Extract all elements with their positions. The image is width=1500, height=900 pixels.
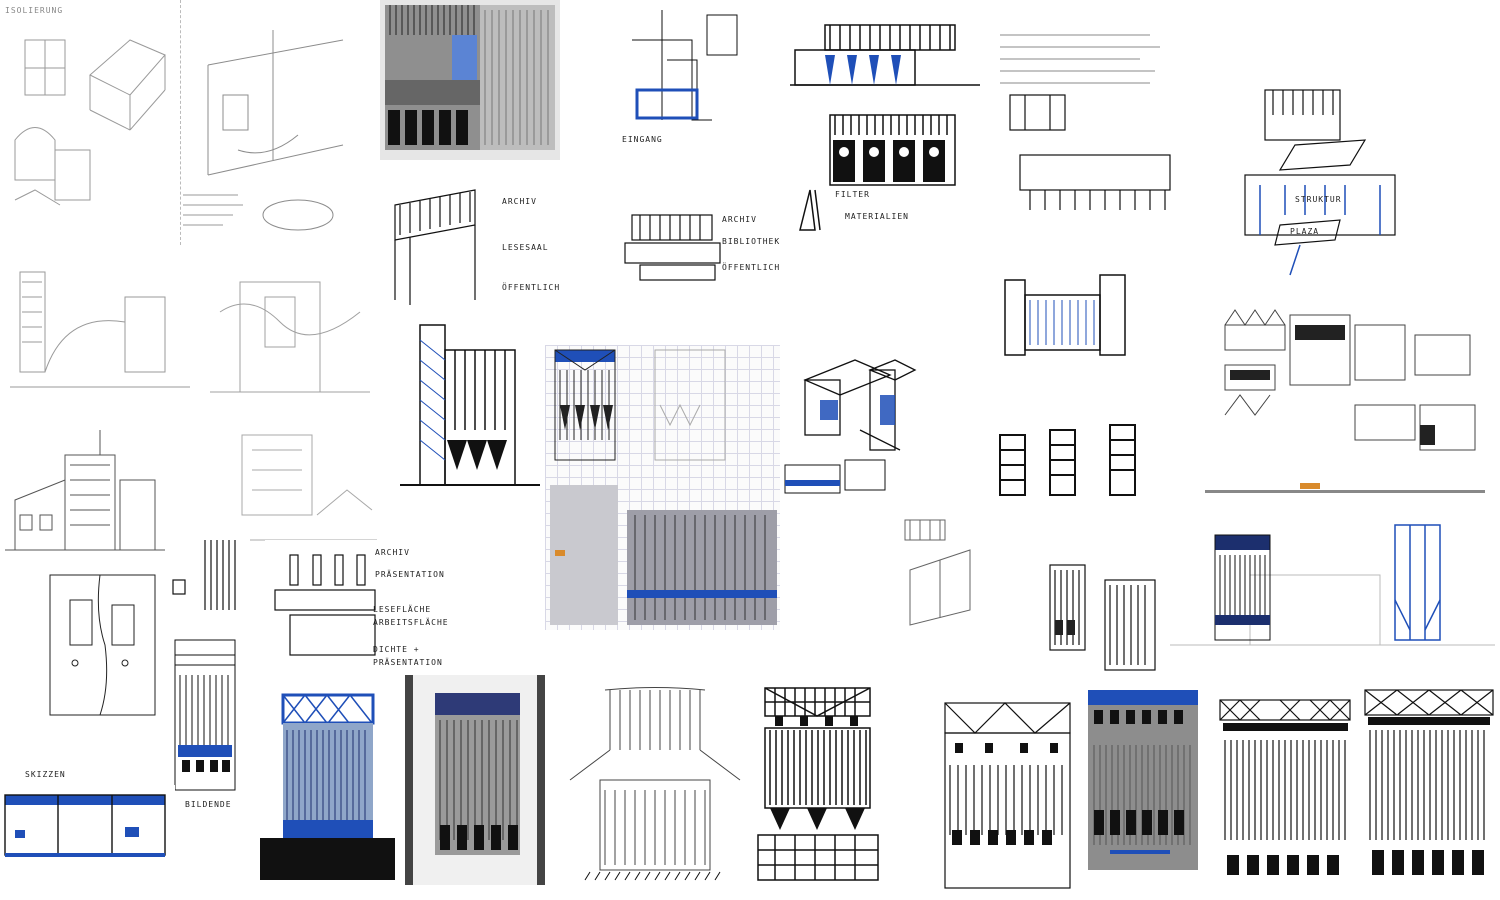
grid-elevation-drawings: [550, 349, 777, 625]
tower-elevation-small: [174, 639, 236, 791]
label-eingang: EINGANG: [622, 135, 663, 144]
hatched-tower-drawing-1: [1219, 699, 1351, 875]
label-dichte: DICHTE +: [373, 645, 420, 654]
sketch-sheet-site: [200, 252, 378, 412]
sketch-sheet-white-tower: [940, 695, 1075, 895]
blue-tower-elevation: [1170, 524, 1495, 646]
pencil-street-sketch: [237, 434, 377, 541]
sketch-sheet-program-plan: ARCHIV PRÄSENTATION LESEFLÄCHE ARBEITSFL…: [265, 540, 465, 680]
pencil-site-sketch: [210, 281, 370, 393]
sketch-sheet-hatched-tower-1: [1215, 695, 1355, 885]
program-section-drawing: [394, 189, 476, 305]
grey-tower-drawing: [405, 675, 545, 885]
sketch-sheet-lines: [165, 530, 250, 640]
sketch-sheet-pencil-tower: [565, 680, 745, 890]
pencil-tower-drawing: [569, 687, 741, 881]
detail-section-drawing: [632, 10, 738, 121]
program-plan-drawing: [274, 554, 376, 656]
label-bildende: BILDENDE: [185, 800, 232, 809]
small-studies-drawing: [1205, 309, 1485, 493]
sketch-sheet-shaded-tower: [1080, 685, 1205, 890]
label-praesentation: PRÄSENTATION: [375, 570, 445, 579]
pencil-massing-sketch: [10, 271, 190, 388]
sketch-sheet-detail-section: EINGANG: [612, 0, 777, 165]
sketch-sheet-program-section: ARCHIV LESESAAL ÖFFENTLICH: [380, 165, 580, 315]
label-archiv-2: ARCHIV: [375, 548, 410, 557]
pencil-perspective-sketch: [183, 30, 344, 231]
perspective-pencil-drawing: [904, 519, 1156, 671]
ink-elevations: [790, 24, 980, 231]
sketch-sheet-dark-tower: [380, 0, 560, 160]
shaded-tower-drawing: [1088, 690, 1198, 870]
label-filter: FILTER: [835, 190, 870, 199]
shaded-tower-sketch: [380, 0, 560, 160]
sketch-sheet-grid-paper: [545, 345, 780, 630]
sketch-sheet-grey-tower: [405, 675, 545, 885]
sketch-sheet-elevations-ink: FILTER MATERIALIEN: [785, 0, 985, 240]
sketch-sheet-blue-section: [0, 785, 175, 895]
tower-program-drawing: [999, 274, 1136, 496]
program-diagram: [1244, 89, 1396, 276]
ink-tower-drawing: [757, 687, 879, 881]
sketch-sheet-colonnade: [995, 15, 1200, 235]
label-oeffentlich-2: ÖFFENTLICH: [722, 263, 780, 272]
label-archiv-3: ARCHIV: [722, 215, 757, 224]
label-arbeitsflaeche: ARBEITSFLÄCHE: [373, 618, 449, 627]
blue-tower-drawing: [260, 693, 395, 880]
white-tower-drawing: [944, 702, 1071, 889]
archive-section-drawing: [624, 214, 721, 281]
sheet-note: ISOLIERUNG: [5, 6, 64, 15]
sketch-sheet-blue-tower: [255, 690, 400, 885]
sketch-sheet-tower-small: [170, 635, 240, 795]
sketch-sheet-archive-section: ARCHIV BIBLIOTHEK ÖFFENTLICH: [620, 205, 780, 290]
blue-section-drawing: [4, 794, 166, 857]
sketch-sheet-massing: [0, 252, 198, 412]
split-volume-drawing: [49, 574, 156, 716]
label-struktur: STRUKTUR: [1295, 195, 1342, 204]
sketch-sheet-studies-grid: [1205, 285, 1485, 495]
page-fold: [180, 0, 181, 245]
sketch-sheet-tower-program: [990, 255, 1150, 500]
sketch-sheet-silo-tower: [395, 320, 545, 540]
sketch-sheet-diagram: STRUKTUR PLAZA: [1225, 15, 1435, 280]
label-archiv: ARCHIV: [502, 197, 537, 206]
axonometric-drawing: [784, 359, 917, 494]
label-plaza: PLAZA: [1290, 227, 1320, 236]
sketch-sheet-perspective: [178, 0, 350, 245]
label-leseflaeche: LESEFLÄCHE: [373, 605, 432, 614]
silo-tower-drawing: [400, 324, 540, 486]
label-lesesaal: LESESAAL: [502, 243, 549, 252]
hatched-tower-drawing-2: [1364, 689, 1494, 875]
sketch-sheet-blue-tower-elevation: [1170, 515, 1495, 665]
sketch-sheet-split-volume: [0, 565, 165, 735]
colonnade-drawing: [1000, 34, 1171, 210]
sketch-sheet-ink-tower: [750, 680, 885, 890]
pencil-volume-sketch: [14, 39, 166, 206]
label-praesentation-2: PRÄSENTATION: [373, 658, 443, 667]
sketch-sheet-axonometric: [780, 300, 970, 500]
sketch-sheet-hatched-tower-2: [1360, 685, 1498, 890]
sketch-sheet-perspective-pencil: [875, 510, 1165, 695]
label-skizzen: SKIZZEN: [25, 770, 66, 779]
label-oeffentlich: ÖFFENTLICH: [502, 283, 561, 292]
sketch-sheet-volumes: ISOLIERUNG: [0, 0, 175, 245]
label-materialien: MATERIALIEN: [845, 212, 909, 221]
label-bibliothek: BIBLIOTHEK: [722, 237, 780, 246]
hatching-study: [172, 540, 236, 610]
